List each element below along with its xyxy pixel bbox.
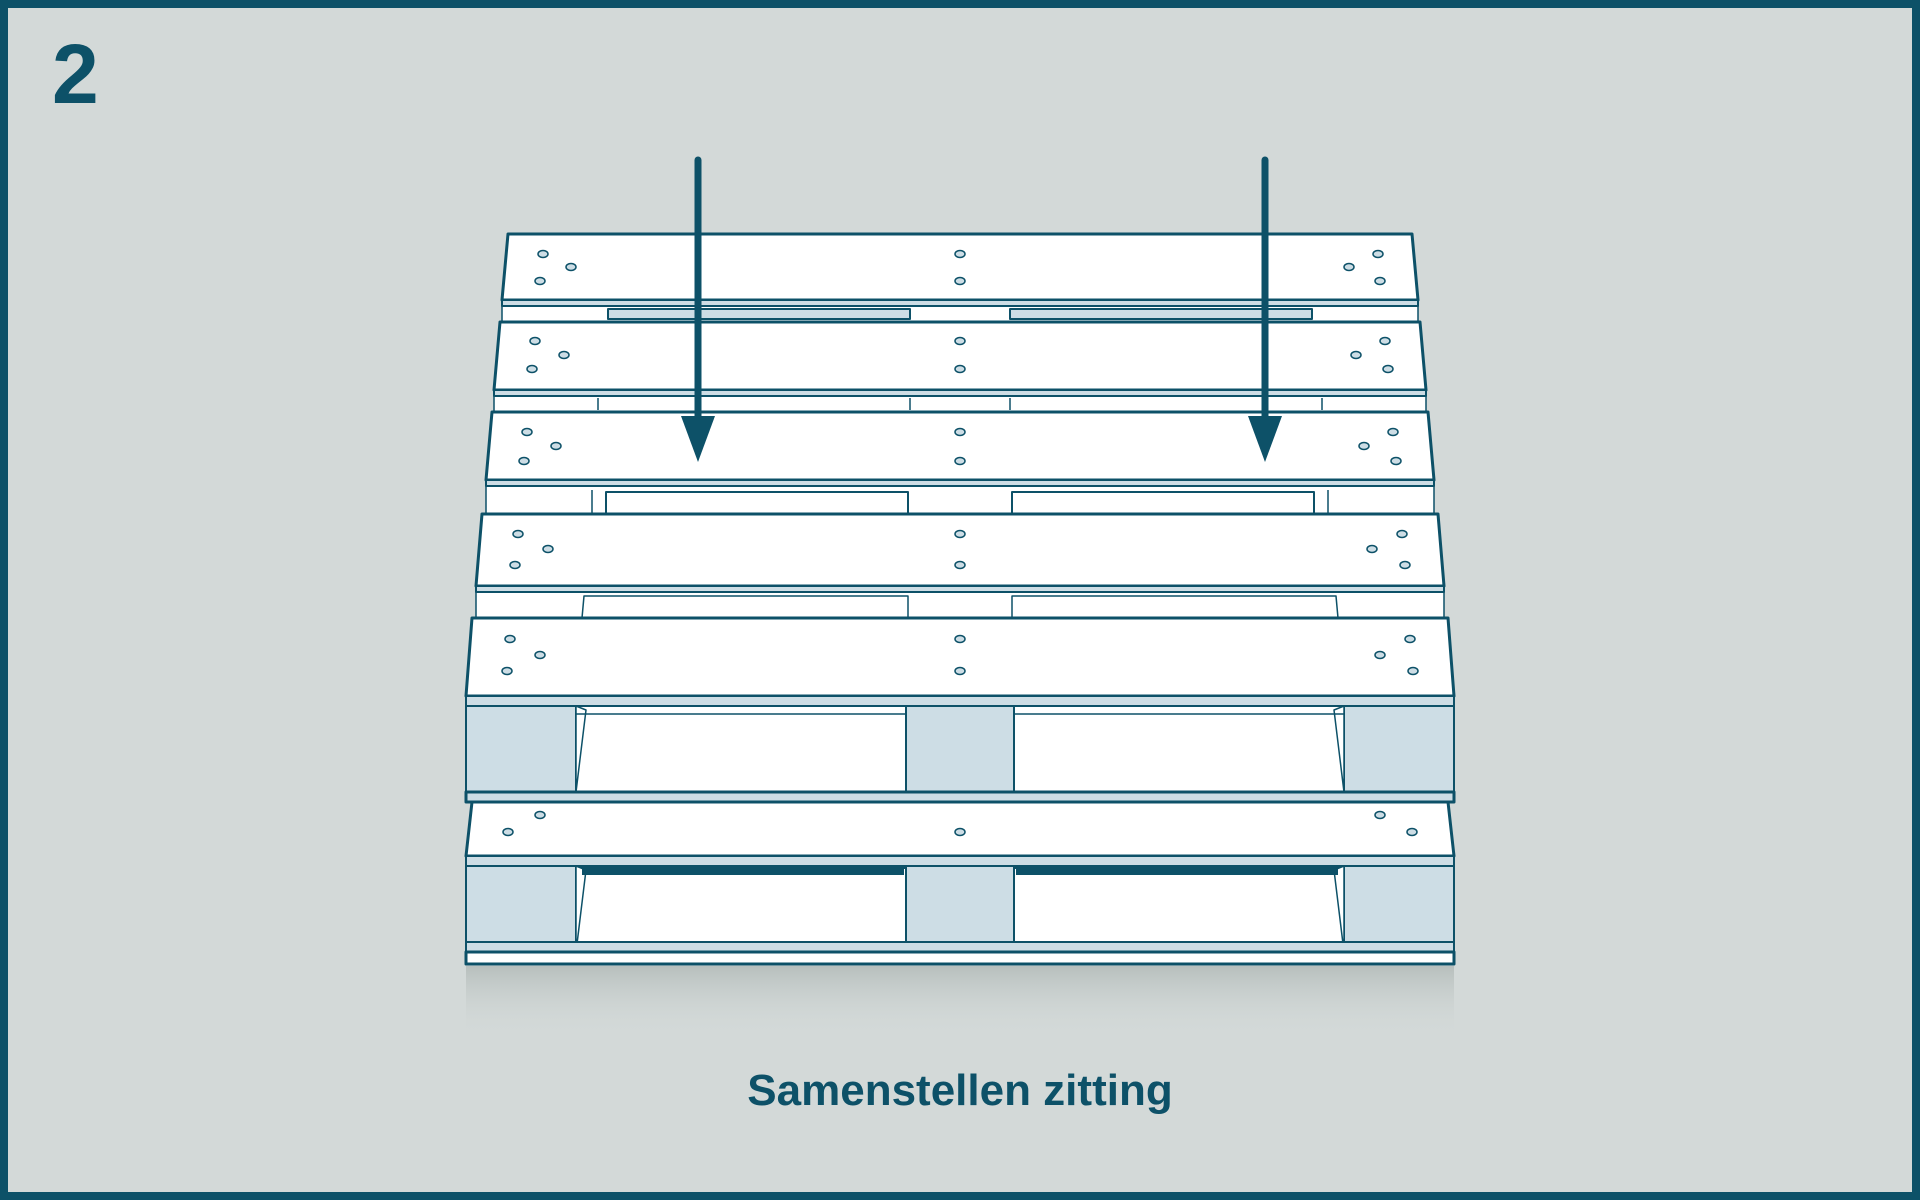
deck-gap-3	[485, 485, 1435, 515]
bottom-deck-nails	[502, 810, 1418, 837]
floor-shadow	[466, 966, 1454, 1036]
step-caption: Samenstellen zitting	[747, 1066, 1173, 1115]
bottom-block-right	[1343, 865, 1455, 943]
deck-gap-4	[475, 591, 1445, 619]
deck-gap-2	[493, 395, 1427, 413]
bottom-block-left	[465, 865, 577, 943]
deck-board-2	[492, 320, 1428, 397]
deck-board-3	[484, 410, 1436, 487]
top-block-center	[905, 705, 1015, 793]
deck-board-4	[474, 512, 1446, 593]
deck-board-5	[464, 616, 1456, 707]
top-block-right	[1343, 705, 1455, 793]
top-skid	[464, 790, 1456, 804]
bottom-block-center	[905, 865, 1015, 943]
deck-gap-1	[501, 305, 1419, 323]
deck-board-1	[500, 232, 1420, 307]
deck-nails	[501, 249, 1419, 676]
arrow-left	[681, 156, 715, 462]
step-number: 2	[52, 27, 99, 121]
top-block-left	[465, 705, 577, 793]
bottom-pallet	[464, 800, 1456, 966]
top-pallet-base	[464, 705, 1456, 804]
arrow-right	[1248, 156, 1282, 462]
